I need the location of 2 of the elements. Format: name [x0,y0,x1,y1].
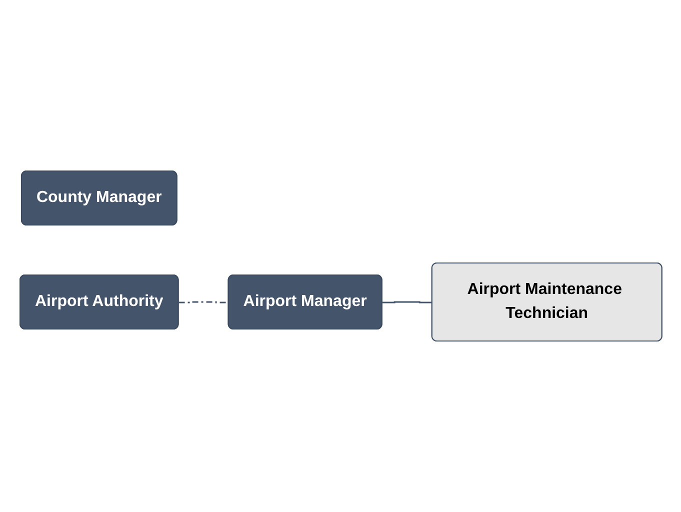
connector [178,301,228,304]
connector [382,301,432,304]
